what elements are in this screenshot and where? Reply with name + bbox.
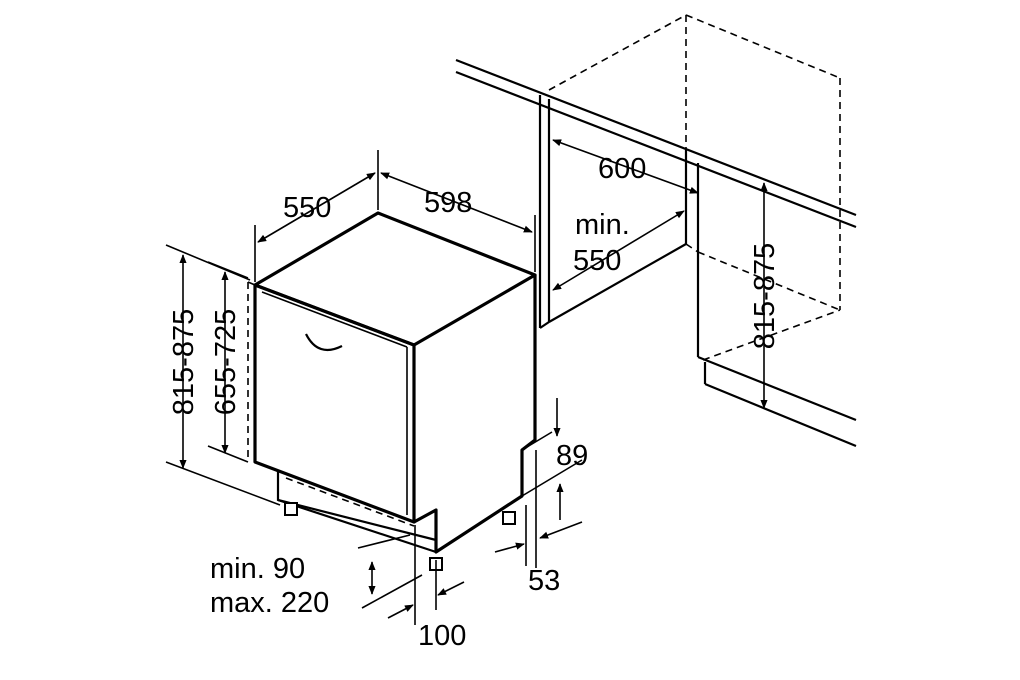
dimension-labels: 550 598 815-875 655-725 600 min. 550 815…: [168, 153, 781, 652]
label-niche-height: 815-875: [749, 243, 781, 349]
label-height-total: 815-875: [168, 309, 200, 415]
label-depth: 550: [283, 192, 331, 224]
niche-hidden-edges: [548, 14, 841, 361]
label-plinth-gap-max: max. 220: [210, 587, 329, 619]
dishwasher-feet: [284, 502, 516, 571]
label-niche-depth-min: min.: [575, 209, 630, 241]
label-plinth-depth: 53: [528, 565, 560, 597]
niche-outline: [455, 58, 857, 448]
door-handle-icon: [305, 333, 343, 352]
label-foot-offset: 100: [418, 620, 466, 652]
dimension-lines: [165, 139, 768, 625]
label-niche-depth-value: 550: [573, 245, 621, 277]
label-height-door: 655-725: [210, 309, 242, 415]
dishwasher-body: [247, 211, 537, 571]
label-niche-width: 600: [598, 153, 646, 185]
label-plinth-gap-min: min. 90: [210, 553, 305, 585]
label-plinth-height: 89: [556, 440, 588, 472]
label-width: 598: [424, 187, 472, 219]
